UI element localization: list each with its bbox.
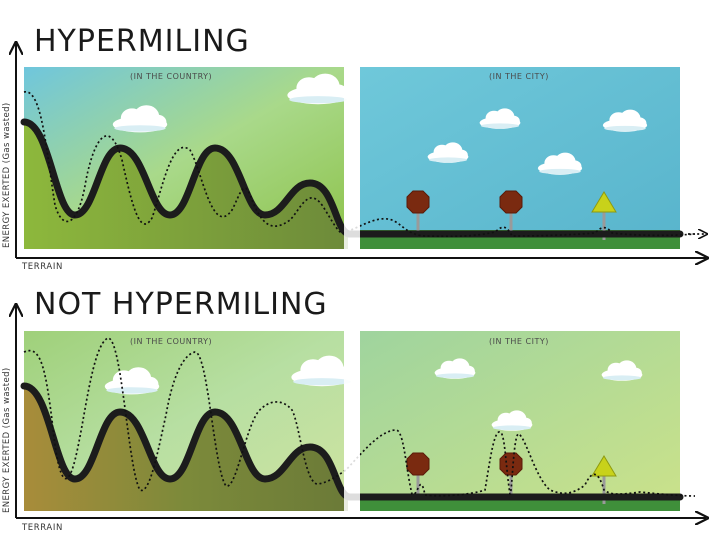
top-terrain-line xyxy=(20,118,684,238)
bottom-panel xyxy=(16,306,706,518)
top-divider xyxy=(344,60,360,255)
bottom-divider xyxy=(344,324,360,516)
top-panel xyxy=(16,44,706,258)
top-y-axis-label: ENERGY EXERTED (Gas wasted) xyxy=(2,102,12,248)
bottom-x-axis-label: TERRAIN xyxy=(22,523,63,533)
top-city-label: (IN THE CITY) xyxy=(489,72,549,81)
top-country-label: (IN THE COUNTRY) xyxy=(130,72,213,81)
top-city-background xyxy=(360,67,680,249)
bottom-y-axis-label: ENERGY EXERTED (Gas wasted) xyxy=(2,367,12,513)
top-x-axis-label: TERRAIN xyxy=(22,262,63,272)
bottom-terrain-line xyxy=(20,382,684,501)
bottom-title: NOT HYPERMILING xyxy=(34,287,328,322)
top-title: HYPERMILING xyxy=(34,24,250,59)
bottom-country-label: (IN THE COUNTRY) xyxy=(130,337,213,346)
bottom-city-label: (IN THE CITY) xyxy=(489,337,549,346)
